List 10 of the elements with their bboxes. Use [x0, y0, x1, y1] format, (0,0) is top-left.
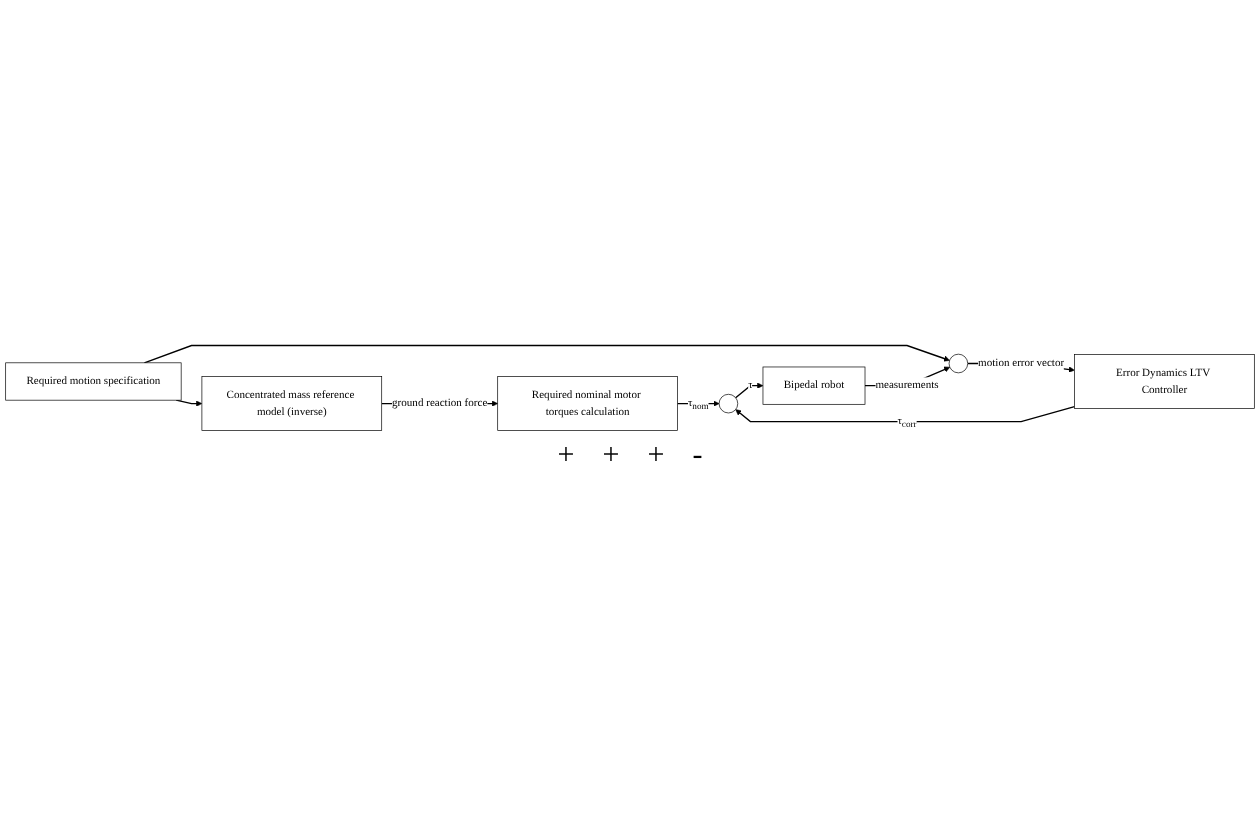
arrow [676, 400, 720, 407]
arrow [143, 344, 950, 364]
node-circle [948, 353, 969, 374]
sign-label: - [692, 440, 703, 475]
arrow [735, 405, 1076, 423]
arrow [734, 382, 764, 399]
node-circle [718, 393, 739, 414]
sign-label: + [602, 440, 620, 475]
sign-label: + [557, 440, 575, 475]
sign-label: + [647, 440, 665, 475]
